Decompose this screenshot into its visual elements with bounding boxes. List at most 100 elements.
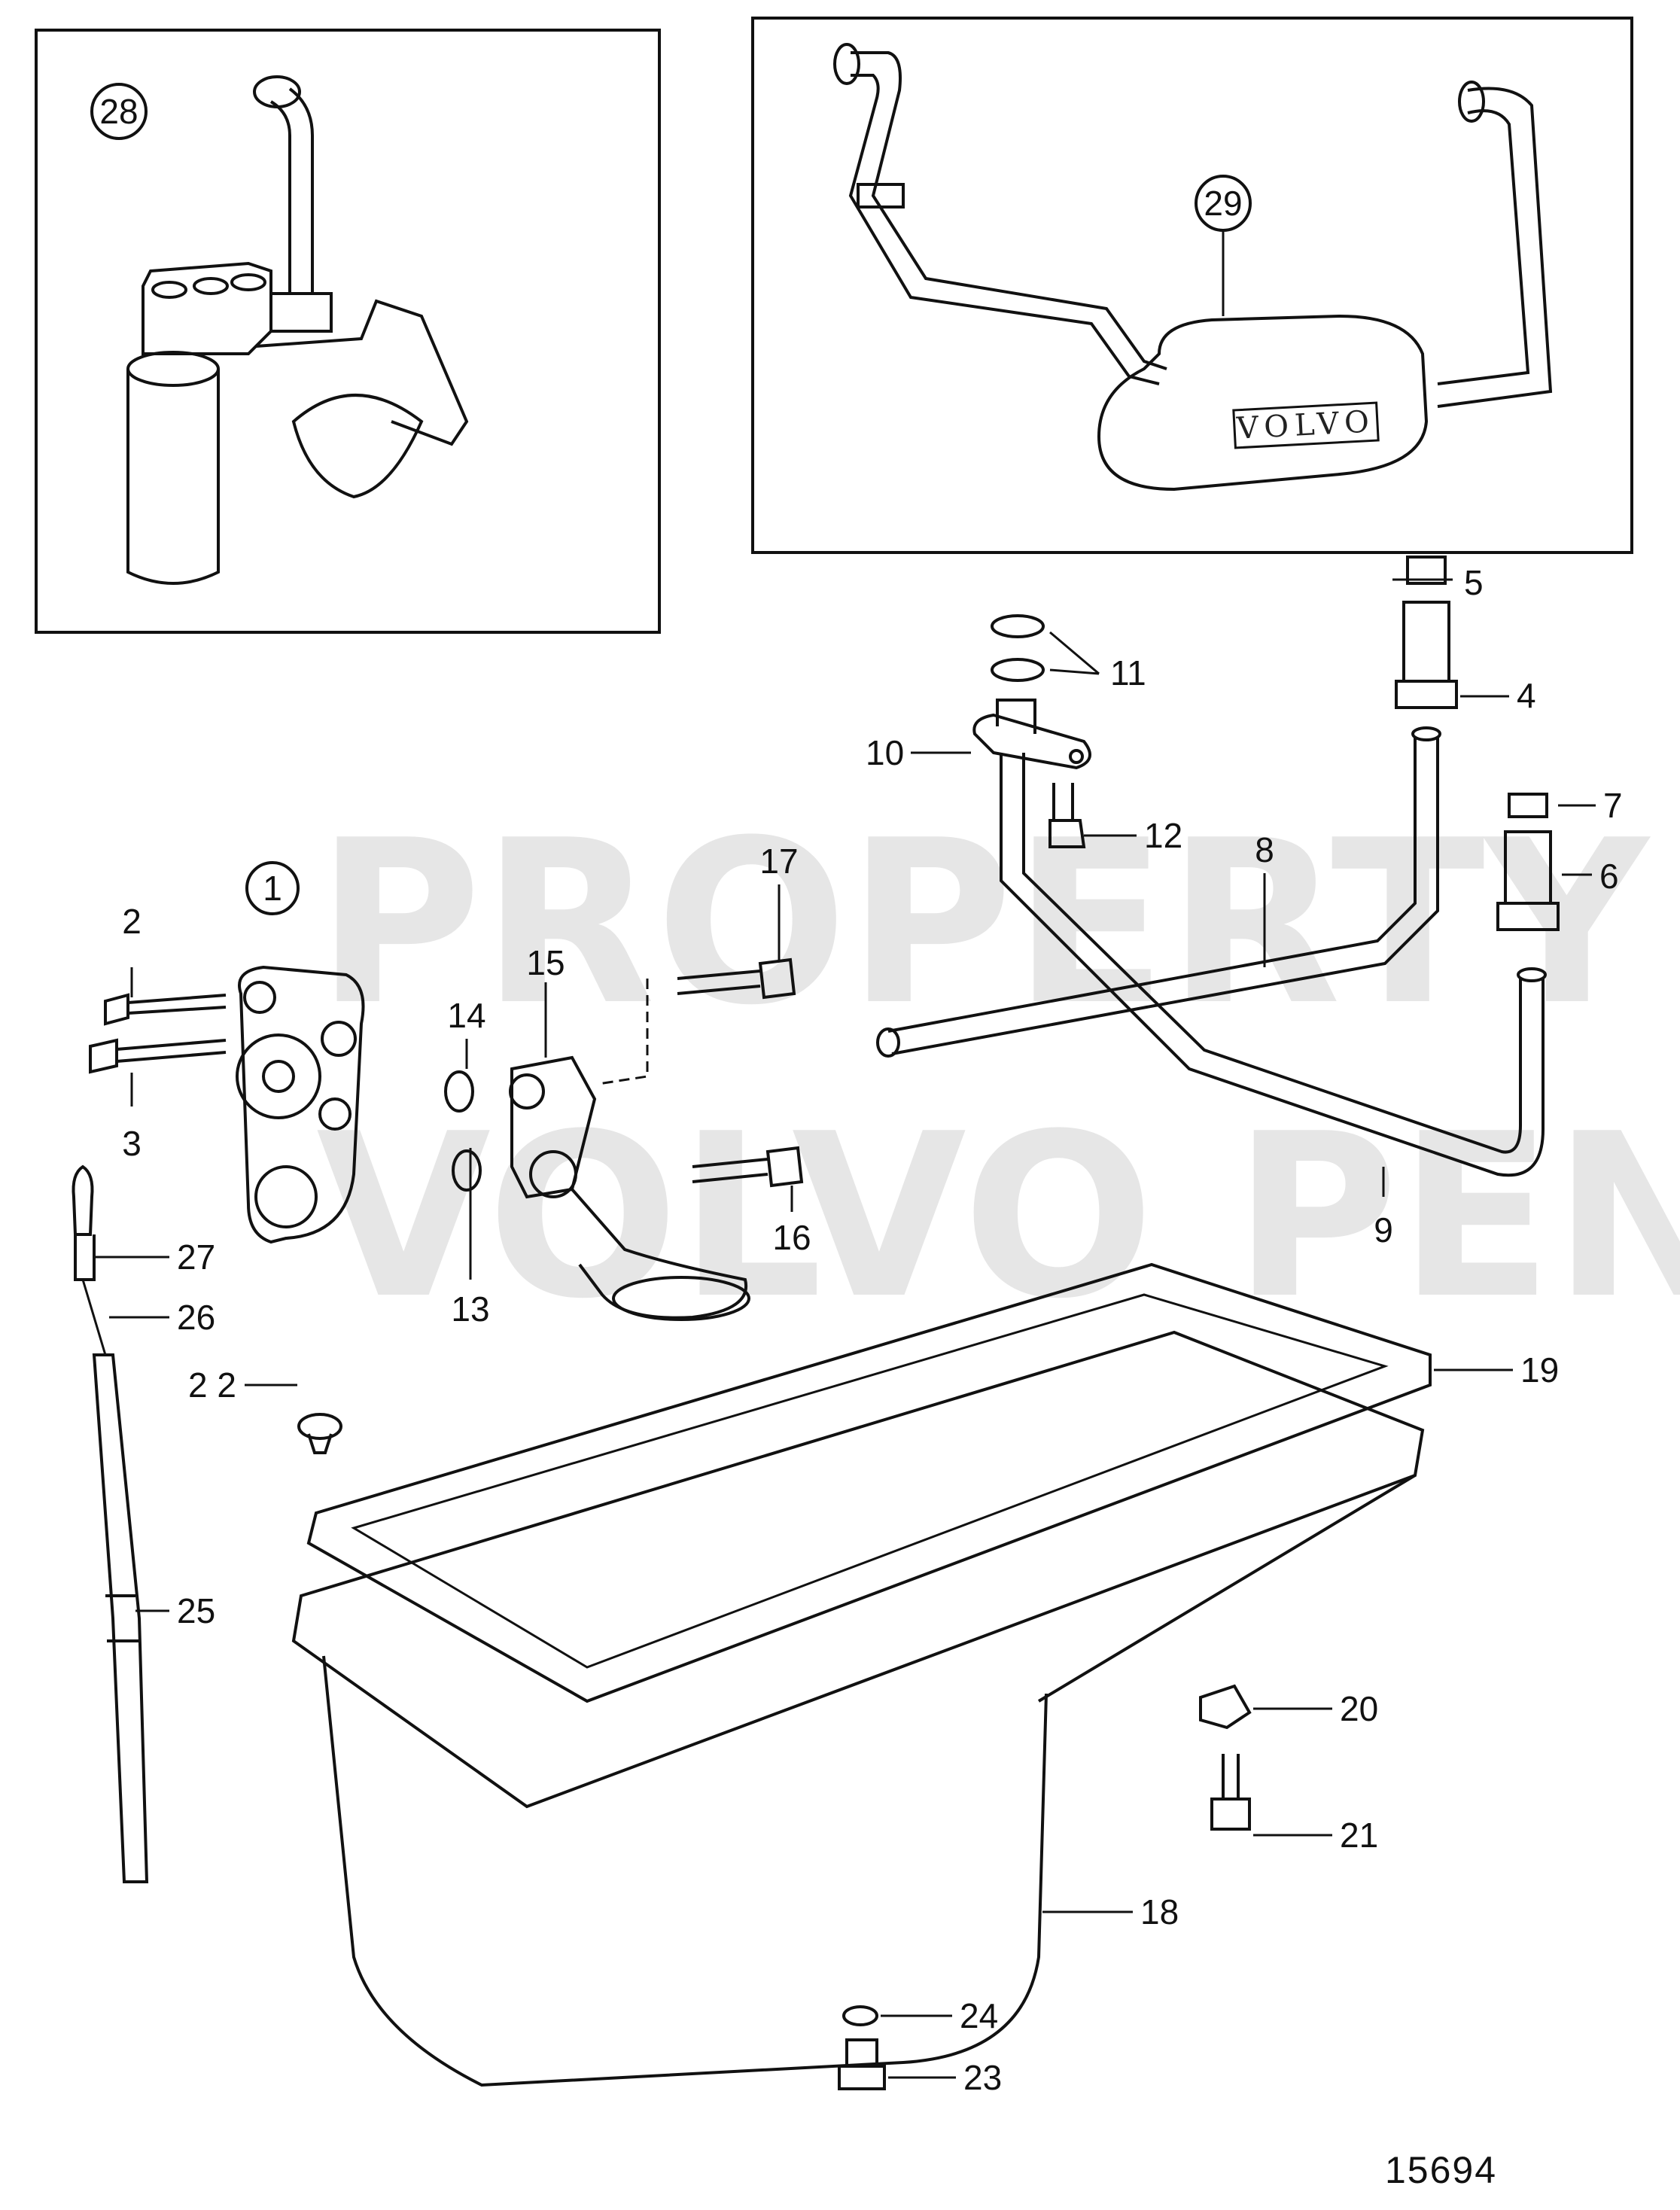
drain-plug-23-hex (838, 2065, 886, 2090)
bolt-12-shank (1052, 783, 1074, 820)
leader-lines (94, 578, 1596, 2079)
oil-pump-body (238, 965, 365, 1244)
seal-24 (842, 2005, 878, 2026)
inset-29-pipe-right-a (1437, 87, 1553, 408)
inset-29-brand-plate (1232, 401, 1380, 449)
inset-29-cooler-body (1097, 314, 1429, 492)
inset-28-pipe-right (288, 87, 314, 294)
oil-pipes-assembly (876, 556, 1560, 1177)
watermark-line-2: VOLVO PENTA (316, 1085, 1680, 1348)
callout-24: 24 (960, 1996, 998, 2035)
dipstick-tube-25 (92, 1353, 149, 1883)
dipstick-assembly (72, 1164, 149, 1883)
pipe-9-top-end (1517, 967, 1547, 982)
callout-1-circle (245, 861, 300, 915)
callout-3: 3 (122, 1124, 142, 1163)
dipstick-tube-band (105, 1594, 139, 1642)
bolt-21-head (1210, 1798, 1251, 1831)
figure-number: 15694 (1385, 2149, 1497, 2191)
pipe-8-top-end (1411, 726, 1441, 741)
oil-pan-assembly (291, 1262, 1432, 2090)
callout-10: 10 (866, 733, 904, 772)
callout-5: 5 (1464, 563, 1484, 602)
strainer-pickup-rim (612, 1276, 750, 1321)
inset-29-pipe-right-end (1458, 81, 1485, 123)
pipe-8-a (887, 738, 1417, 1033)
callout-14: 14 (447, 996, 485, 1035)
plug-22 (297, 1413, 342, 1440)
seal-11-upper (991, 614, 1045, 638)
inset-28-flange (255, 299, 469, 446)
fitting-6-hex (1496, 902, 1560, 931)
callout-4: 4 (1517, 676, 1536, 715)
callout-18: 18 (1140, 1892, 1179, 1931)
inset-29-oil-cooler: 29 VOLVO (751, 17, 1633, 554)
inset-29-frame (751, 17, 1633, 554)
pipe-8-end (876, 1027, 900, 1058)
callout-8: 8 (1255, 830, 1274, 869)
watermark-line-1: PROPERTY OF (316, 792, 1680, 1055)
callout-22: 2 2 (188, 1365, 236, 1405)
callout-13: 13 (451, 1289, 489, 1329)
bolt-17-shank (677, 970, 761, 995)
inset-28-elbow (271, 292, 333, 333)
oil-pump-assembly (89, 965, 365, 1244)
callout-20: 20 (1340, 1689, 1378, 1728)
bolt-16-head (765, 1146, 804, 1188)
callout-19: 19 (1520, 1350, 1559, 1390)
leader-11 (1049, 631, 1100, 675)
strainer-port-upper (509, 1073, 545, 1110)
oil-pan-rim (291, 1330, 1425, 1809)
inset-28-label: 28 (99, 92, 138, 131)
fitting-5 (1406, 556, 1447, 585)
callout-7: 7 (1603, 786, 1623, 825)
inset-28-pipe-cap (253, 75, 301, 108)
callout-21: 21 (1340, 1816, 1378, 1855)
bolt-16-shank (692, 1158, 768, 1183)
flange-10 (972, 713, 1091, 770)
watermark: PROPERTY OF VOLVO PENTA (316, 792, 1680, 1348)
inset-28-pipe-left (269, 100, 291, 294)
bolt-2-shank (127, 994, 227, 1015)
callout-12: 12 (1144, 816, 1182, 855)
inset-29-pipe-left-end (833, 43, 860, 85)
seal-13 (452, 1149, 482, 1192)
oil-pump-bolt-hole-1 (243, 981, 276, 1014)
filter-head-plug-3 (230, 273, 266, 291)
callout-26: 26 (177, 1298, 215, 1337)
callout-9: 9 (1374, 1210, 1393, 1250)
inset-28-frame (35, 29, 661, 634)
callout-23: 23 (963, 2058, 1002, 2097)
gasket-19-inner (351, 1293, 1389, 1669)
callout-17: 17 (759, 842, 798, 881)
seal-11-lower (991, 658, 1045, 682)
gasket-19 (306, 1262, 1432, 1703)
plug-22-stem (307, 1433, 333, 1454)
inset-29-pipe-right-b (1437, 109, 1530, 385)
bolt-3-head (89, 1038, 118, 1074)
callout-1: 1 (263, 869, 282, 908)
bolt-21-shank (1222, 1754, 1240, 1799)
dipstick-grommet-27 (74, 1234, 96, 1281)
callout-16: 16 (772, 1218, 811, 1257)
callout-labels: 1 2 3 4 5 6 7 8 9 10 11 12 13 14 15 16 1… (122, 563, 1622, 2097)
flange-10-collar (996, 699, 1036, 734)
fitting-4-hex (1395, 680, 1458, 709)
filter-head (142, 261, 272, 355)
inset-29-label: 29 (1204, 184, 1242, 223)
drain-plug-23-thread (845, 2038, 878, 2068)
oil-pump-bolt-hole-3 (318, 1097, 352, 1131)
oil-pan-side (1037, 1474, 1417, 1703)
oil-pump-gear-hub (262, 1060, 295, 1093)
oil-pump-gear-lower (254, 1165, 318, 1228)
seal-14 (444, 1070, 474, 1113)
fitting-4-thread (1402, 601, 1450, 683)
filter-canister (126, 369, 220, 585)
dipstick-rod-26 (81, 1279, 107, 1356)
bolt-17-head (758, 957, 796, 1000)
callout-6: 6 (1599, 857, 1619, 896)
callout-2: 2 (122, 902, 142, 941)
flange-10-hole (1069, 749, 1084, 764)
inset-29-clamp (857, 183, 905, 209)
